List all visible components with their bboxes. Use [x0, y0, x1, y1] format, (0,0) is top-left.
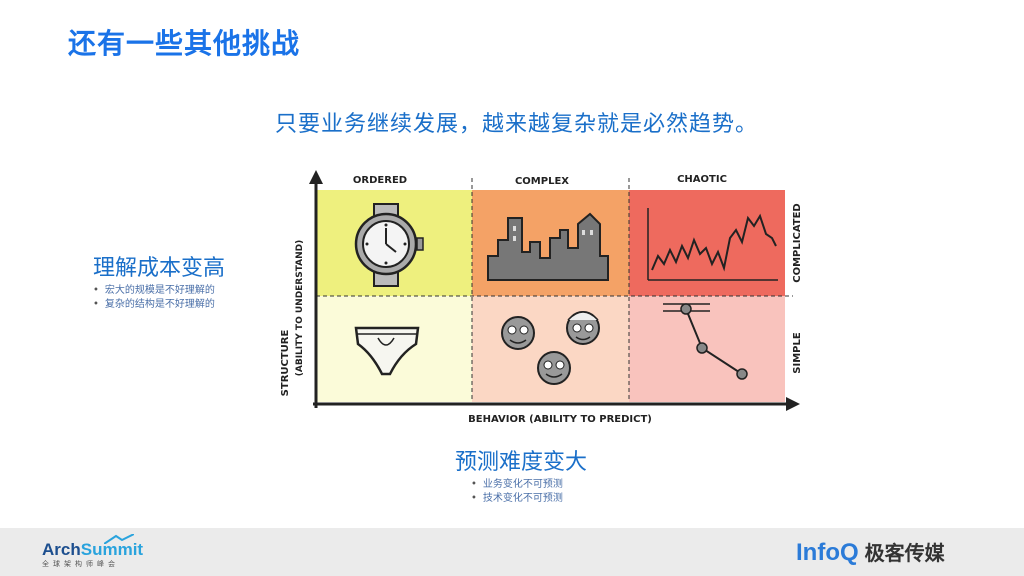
y-axis-label-2: (ABILITY TO UNDERSTAND) [295, 240, 305, 376]
left-bullet-list: 宏大的规模是不好理解的 复杂的结构是不好理解的 [93, 284, 225, 312]
faces-icon [501, 311, 600, 385]
archsummit-logo-part1: Arch [42, 540, 81, 559]
footer-bar [0, 528, 1024, 576]
row-label-simple: SIMPLE [792, 332, 803, 374]
bottom-text-block: 预测难度变大 业务变化不可预测 技术变化不可预测 [455, 444, 587, 506]
column-label-ordered: ORDERED [353, 175, 407, 186]
bottom-bullet-item: 技术变化不可预测 [471, 492, 587, 506]
infoq-logo-part2: 极客传媒 [864, 541, 945, 565]
row-label-complicated: COMPLICATED [792, 203, 803, 282]
slide-title: 还有一些其他挑战 [68, 27, 301, 60]
y-axis-label-1: STRUCTURE [280, 330, 291, 397]
column-label-complex: COMPLEX [515, 176, 569, 187]
wristwatch-icon [354, 203, 424, 287]
x-axis-label: BEHAVIOR (ABILITY TO PREDICT) [468, 414, 652, 425]
slide-subtitle: 只要业务继续发展，越来越复杂就是必然趋势。 [275, 112, 759, 137]
cell-chaotic-complicated [629, 190, 785, 296]
archsummit-logo-subtitle: 全球架构师峰会 [42, 560, 119, 568]
archsummit-logo-part2: Summit [80, 540, 144, 559]
city-skyline-icon [487, 212, 609, 281]
infoq-logo-part1: InfoQ [796, 539, 859, 566]
chaotic-line-icon [647, 208, 778, 281]
left-heading: 理解成本变高 [93, 256, 226, 281]
underwear-icon [354, 326, 420, 376]
left-text-block: 理解成本变高 宏大的规模是不好理解的 复杂的结构是不好理解的 [93, 250, 225, 312]
column-label-chaotic: CHAOTIC [677, 174, 727, 185]
cell-complex-simple [472, 296, 629, 402]
complexity-diagram: ORDERED COMPLEX CHAOTIC COMPLICATED SIMP… [278, 168, 808, 430]
pendulum-icon [663, 303, 748, 380]
mountain-icon [104, 534, 134, 544]
bottom-bullet-list: 业务变化不可预测 技术变化不可预测 [471, 478, 587, 506]
bottom-bullet-item: 业务变化不可预测 [471, 478, 587, 492]
left-bullet-item: 复杂的结构是不好理解的 [93, 298, 225, 312]
bottom-heading: 预测难度变大 [455, 450, 588, 475]
archsummit-logo: ArchSummit 全球架构师峰会 [42, 534, 144, 569]
left-bullet-item: 宏大的规模是不好理解的 [93, 284, 225, 298]
